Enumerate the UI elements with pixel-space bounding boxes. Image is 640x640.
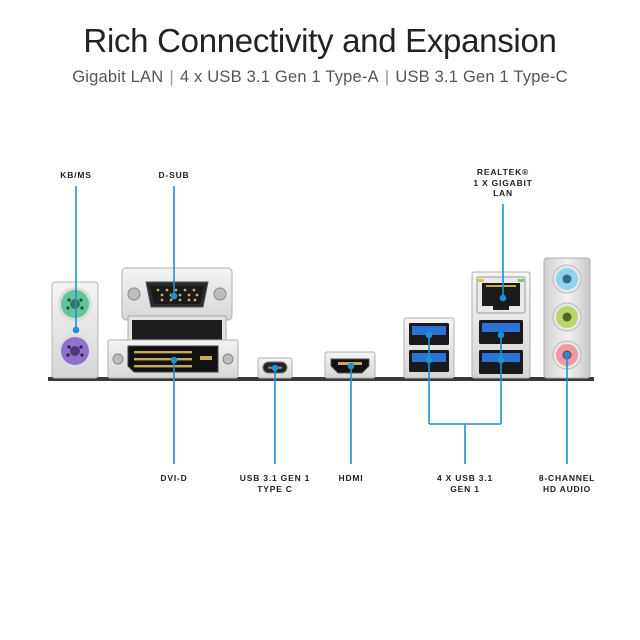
label-usb: 4 X USB 3.1 GEN 1 <box>425 473 505 494</box>
feature-subtitle: Gigabit LAN | 4 x USB 3.1 Gen 1 Type-A | USB… <box>0 68 640 87</box>
feature-usb-c: USB 3.1 Gen 1 Type-C <box>395 68 568 86</box>
callout-dot-kbms <box>72 326 80 334</box>
label-lan-line1: REALTEK® <box>476 167 530 177</box>
label-audio: 8-CHANNEL HD AUDIO <box>527 473 607 494</box>
feature-usb-a: 4 x USB 3.1 Gen 1 Type-A <box>179 68 379 86</box>
label-dvid: DVI-D <box>160 473 188 483</box>
ps2-port-icon <box>51 281 99 379</box>
feature-lan: Gigabit LAN <box>72 68 164 86</box>
io-shield-baseline <box>48 377 594 381</box>
callout-dot-lan <box>499 294 507 302</box>
label-typec-line1: USB 3.1 GEN 1 <box>239 473 311 483</box>
feature-separator: | <box>384 68 390 86</box>
label-audio-line1: 8-CHANNEL <box>538 473 596 483</box>
label-kbms: KB/MS <box>60 170 92 180</box>
callout-dot-audio <box>563 351 571 359</box>
callout-dot-typec <box>271 364 279 372</box>
feature-separator: | <box>169 68 174 86</box>
label-lan-line2: 1 X GIGABIT <box>473 177 533 188</box>
label-usb-line1: 4 X USB 3.1 <box>436 473 494 483</box>
label-hdmi: HDMI <box>338 473 364 483</box>
label-usb-line2: GEN 1 <box>450 483 480 494</box>
label-typec-line2: TYPE C <box>257 483 293 494</box>
label-typec: USB 3.1 GEN 1 TYPE C <box>230 473 320 494</box>
label-lan: REALTEK® 1 X GIGABIT LAN <box>463 167 543 199</box>
callout-dot-hdmi <box>347 362 355 370</box>
label-lan-line3: LAN <box>493 188 513 198</box>
label-audio-line2: HD AUDIO <box>542 483 592 494</box>
vga-port-icon <box>121 267 233 345</box>
page-title: Rich Connectivity and Expansion <box>83 22 557 59</box>
callout-bracket-usb <box>425 331 505 464</box>
label-dsub: D-SUB <box>158 170 190 180</box>
callout-dot-dvid <box>170 356 178 364</box>
callout-dot-dsub <box>170 292 178 300</box>
